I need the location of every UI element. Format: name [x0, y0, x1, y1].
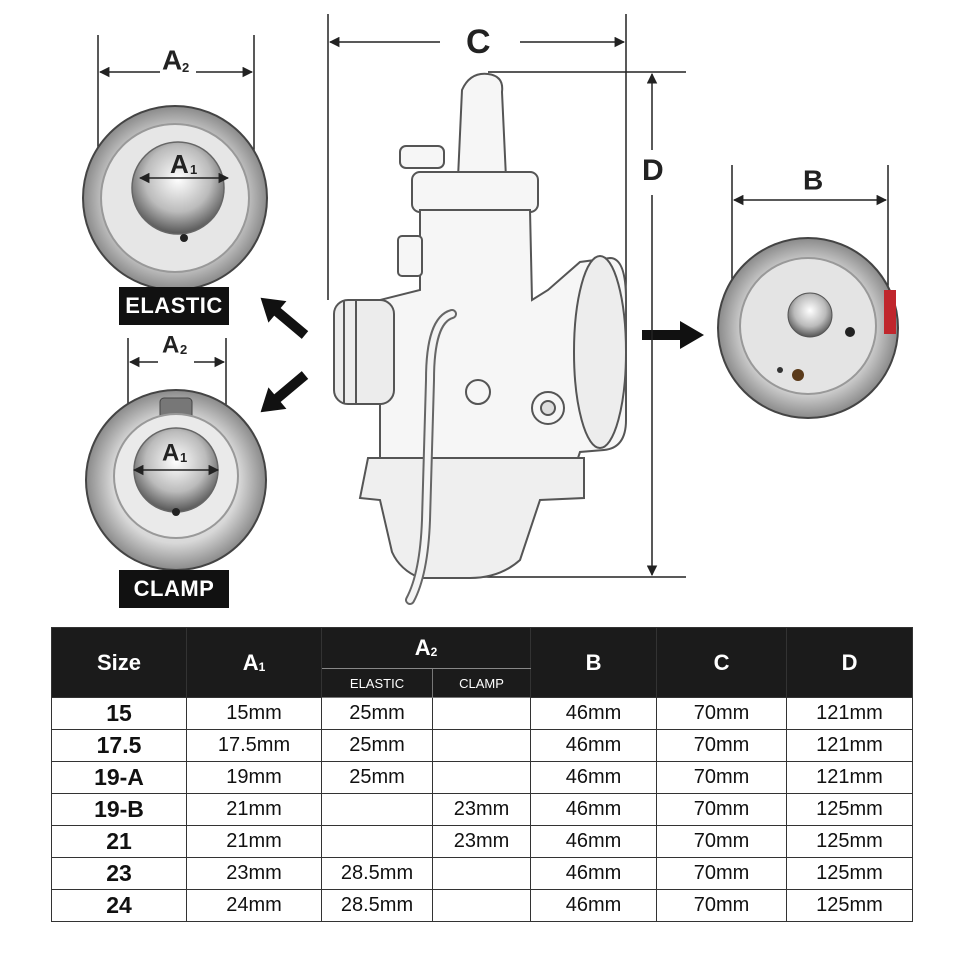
size-cell: 15: [51, 697, 187, 730]
table-row: 23 23mm 28.5mm 46mm 70mm 125mm: [51, 857, 914, 890]
a1-cell: 23mm: [186, 857, 322, 890]
svg-text:1: 1: [180, 450, 187, 465]
elastic-cell: 28.5mm: [321, 889, 433, 922]
a1-clamp-label: A: [162, 439, 179, 466]
b-cell: 46mm: [530, 697, 658, 730]
outlet-detail: B: [717, 164, 899, 419]
a1-cell: 15mm: [186, 697, 322, 730]
clamp-cell: [431, 729, 532, 762]
clamp-inlet-detail: A 2 A 1: [85, 331, 267, 571]
header-d: D: [786, 627, 914, 698]
carburetor-body: [333, 72, 627, 605]
clamp-cell: 23mm: [431, 825, 532, 858]
c-cell: 70mm: [656, 729, 788, 762]
clamp-cell: [431, 857, 532, 890]
elastic-tag: ELASTIC: [119, 287, 229, 325]
c-cell: 70mm: [656, 825, 788, 858]
d-cell: 125mm: [786, 825, 914, 858]
table-row: 24 24mm 28.5mm 46mm 70mm 125mm: [51, 889, 914, 922]
table-row: 21 21mm 23mm 46mm 70mm 125mm: [51, 825, 914, 858]
a1-cell: 24mm: [186, 889, 322, 922]
elastic-cell: 25mm: [321, 761, 433, 794]
header-a2-elastic: ELASTIC: [321, 668, 433, 698]
header-c: C: [656, 627, 788, 698]
pointer-arrows: [260, 297, 704, 413]
table-row: 15 15mm 25mm 46mm 70mm 121mm: [51, 697, 914, 730]
table-row: 17.5 17.5mm 25mm 46mm 70mm 121mm: [51, 729, 914, 762]
size-spec-table: Size A1 A2 B C D ELASTIC CLAMP 15 15mm 2…: [51, 627, 914, 922]
b-label: B: [803, 164, 823, 195]
clamp-cell: [431, 889, 532, 922]
b-cell: 46mm: [530, 793, 658, 826]
clamp-cell: [431, 697, 532, 730]
clamp-tag: CLAMP: [119, 570, 229, 608]
table-row: 19-B 21mm 23mm 46mm 70mm 125mm: [51, 793, 914, 826]
size-cell: 17.5: [51, 729, 187, 762]
elastic-cell: 28.5mm: [321, 857, 433, 890]
svg-text:2: 2: [182, 60, 189, 75]
b-cell: 46mm: [530, 825, 658, 858]
c-cell: 70mm: [656, 793, 788, 826]
elastic-inlet-detail: A 2 A 1: [82, 35, 268, 291]
d-cell: 121mm: [786, 697, 914, 730]
header-size: Size: [51, 627, 187, 698]
elastic-cell: 25mm: [321, 729, 433, 762]
d-cell: 125mm: [786, 857, 914, 890]
c-cell: 70mm: [656, 697, 788, 730]
a1-cell: 17.5mm: [186, 729, 322, 762]
c-cell: 70mm: [656, 857, 788, 890]
c-cell: 70mm: [656, 761, 788, 794]
elastic-cell: [321, 793, 433, 826]
b-cell: 46mm: [530, 761, 658, 794]
elastic-cell: 25mm: [321, 697, 433, 730]
svg-text:2: 2: [180, 342, 187, 357]
d-cell: 121mm: [786, 729, 914, 762]
a1-elastic-label: A: [170, 149, 189, 179]
b-cell: 46mm: [530, 889, 658, 922]
b-cell: 46mm: [530, 857, 658, 890]
header-a2: A2: [320, 627, 532, 669]
carburetor-diagram: A 2 A 1 A 2 A 1 B: [82, 14, 899, 605]
a2-elastic-label: A: [162, 44, 182, 75]
d-cell: 125mm: [786, 889, 914, 922]
clamp-cell: 23mm: [431, 793, 532, 826]
a1-cell: 19mm: [186, 761, 322, 794]
a1-cell: 21mm: [186, 793, 322, 826]
svg-text:1: 1: [190, 162, 197, 177]
d-cell: 121mm: [786, 761, 914, 794]
b-cell: 46mm: [530, 729, 658, 762]
c-dimension: C: [327, 14, 627, 330]
c-cell: 70mm: [656, 889, 788, 922]
a1-cell: 21mm: [186, 825, 322, 858]
header-b: B: [530, 627, 658, 698]
clamp-cell: [431, 761, 532, 794]
a2-clamp-label: A: [162, 331, 179, 358]
size-cell: 19-A: [51, 761, 187, 794]
size-cell: 19-B: [51, 793, 187, 826]
d-dimension: D: [478, 71, 686, 578]
table-row: 19-A 19mm 25mm 46mm 70mm 121mm: [51, 761, 914, 794]
c-label: C: [466, 23, 491, 61]
d-label: D: [642, 154, 664, 187]
size-cell: 23: [51, 857, 187, 890]
header-a1: A1: [186, 627, 322, 698]
elastic-cell: [321, 825, 433, 858]
size-cell: 24: [51, 889, 187, 922]
header-a2-clamp: CLAMP: [431, 668, 532, 698]
size-cell: 21: [51, 825, 187, 858]
d-cell: 125mm: [786, 793, 914, 826]
